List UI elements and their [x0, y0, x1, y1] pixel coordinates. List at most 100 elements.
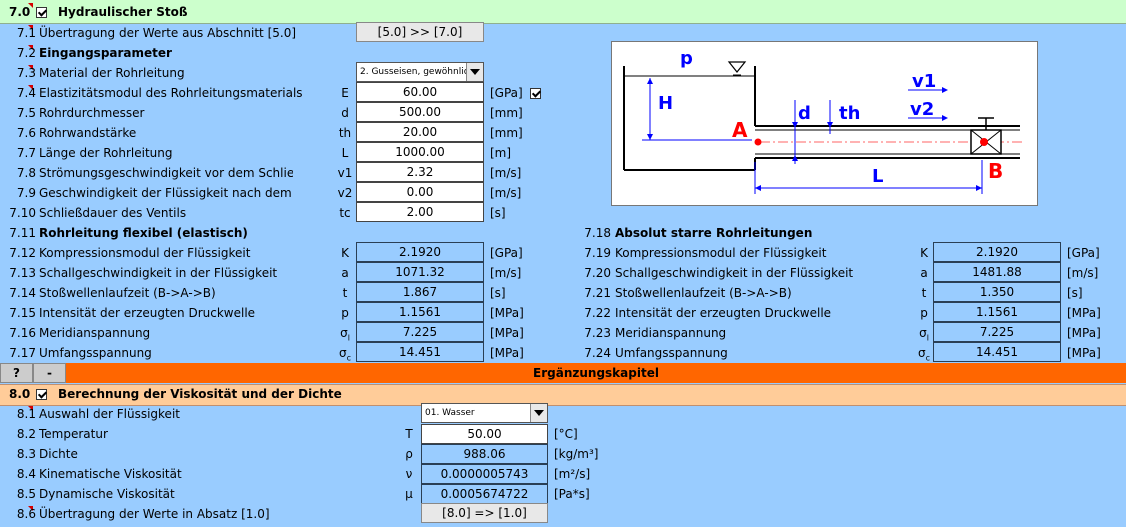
unit: [GPa] — [490, 86, 523, 100]
symbol: v2 — [337, 186, 353, 200]
dynamic-viscosity-value: 0.0005674722 — [421, 484, 548, 504]
elastic-modulus-checkbox[interactable] — [530, 88, 541, 99]
supplement-chapter-title: Ergänzungskapitel — [533, 366, 659, 380]
unit: [m] — [490, 146, 512, 160]
row-label: Temperatur — [39, 427, 108, 441]
symbol: d — [341, 106, 349, 120]
row-label: Rohrdurchmesser — [39, 106, 145, 120]
symbol: σc — [917, 346, 930, 363]
row-number: 8.4 — [16, 467, 36, 481]
label-v2: v2 — [910, 99, 934, 120]
row-number: 7.19 — [584, 246, 611, 260]
select-value: 01. Wasser — [425, 408, 475, 418]
comment-marker — [28, 85, 33, 90]
row-number: 7.9 — [16, 186, 36, 200]
symbol: μ — [405, 487, 413, 501]
section-8-header — [0, 384, 1126, 406]
comment-marker — [28, 506, 33, 511]
unit: [MPa] — [490, 346, 524, 360]
symbol: v1 — [337, 166, 353, 180]
symbol: E — [341, 86, 349, 100]
unit: [MPa] — [1067, 326, 1101, 340]
symbol: p — [920, 306, 928, 320]
chevron-down-icon[interactable] — [530, 404, 547, 422]
velocity-before-input[interactable]: 2.32 — [356, 162, 484, 182]
result-value: 14.451 — [933, 342, 1061, 362]
fluid-select[interactable]: 01. Wasser — [421, 403, 548, 423]
label-A: A — [732, 118, 748, 142]
row-label: Auswahl der Flüssigkeit — [39, 407, 180, 421]
velocity-after-input[interactable]: 0.00 — [356, 182, 484, 202]
row-label: Umfangsspannung — [615, 346, 728, 360]
row-label: Geschwindigkeit der Flüssigkeit nach dem… — [39, 186, 293, 200]
subsection-title: Eingangsparameter — [39, 46, 172, 60]
result-value: 1071.32 — [356, 262, 484, 282]
unit: [m/s] — [490, 266, 522, 280]
comment-marker — [28, 25, 33, 30]
result-value: 2.1920 — [933, 242, 1061, 262]
unit: [kg/m³] — [554, 447, 599, 461]
symbol: th — [338, 126, 352, 140]
elastic-modulus-input[interactable]: 60.00 — [356, 82, 484, 102]
pipe-diameter-input[interactable]: 500.00 — [356, 102, 484, 122]
label-H: H — [658, 93, 673, 114]
closing-time-input[interactable]: 2.00 — [356, 202, 484, 222]
wall-thickness-input[interactable]: 20.00 — [356, 122, 484, 142]
row-label: Intensität der erzeugten Druckwelle — [39, 306, 256, 320]
chevron-down-icon[interactable] — [466, 63, 483, 81]
row-number: 8.6 — [16, 507, 36, 521]
symbol: ρ — [405, 447, 413, 461]
symbol: a — [920, 266, 928, 280]
supplement-chapter-bar — [66, 363, 1126, 383]
label-v1: v1 — [912, 71, 936, 92]
section-title: Hydraulischer Stoß — [58, 5, 188, 19]
subsection-title: Absolut starre Rohrleitungen — [615, 226, 813, 240]
row-label: Übertragung der Werte in Absatz [1.0] — [39, 507, 270, 521]
row-number: 7.4 — [16, 86, 36, 100]
section-7-header — [0, 0, 1126, 24]
symbol: σl — [340, 326, 350, 343]
row-number: 7.7 — [16, 146, 36, 160]
row-label: Schließdauer des Ventils — [39, 206, 187, 220]
row-number: 7.8 — [16, 166, 36, 180]
row-label: Länge der Rohrleitung — [39, 146, 173, 160]
comment-marker — [28, 3, 33, 8]
row-number: 7.6 — [16, 126, 36, 140]
row-label: Schallgeschwindigkeit in der Flüssigkeit — [39, 266, 278, 280]
symbol: T — [405, 427, 413, 441]
help-button[interactable]: ? — [0, 363, 33, 383]
transfer-8-to-1-button[interactable]: [8.0] => [1.0] — [421, 503, 548, 523]
collapse-button[interactable]: - — [33, 363, 66, 383]
unit: [m/s] — [490, 186, 522, 200]
row-label: Strömungsgeschwindigkeit vor dem Schließ… — [39, 166, 293, 180]
section-8-checkbox[interactable] — [36, 389, 47, 400]
row-label: Kompressionsmodul der Flüssigkeit — [615, 246, 827, 260]
result-value: 2.1920 — [356, 242, 484, 262]
row-label: Meridianspannung — [39, 326, 151, 340]
unit: [°C] — [554, 427, 578, 441]
pipe-length-input[interactable]: 1000.00 — [356, 142, 484, 162]
pipe-material-select[interactable]: 2. Gusseisen, gewöhnlic — [356, 62, 484, 82]
result-value: 1.1561 — [356, 302, 484, 322]
row-label: Stoßwellenlaufzeit (B->A->B) — [39, 286, 216, 300]
row-label: Schallgeschwindigkeit in der Flüssigkeit — [615, 266, 854, 280]
temperature-input[interactable]: 50.00 — [421, 424, 548, 444]
unit: [GPa] — [490, 246, 523, 260]
row-number: 7.23 — [584, 326, 611, 340]
row-number: 7.12 — [9, 246, 36, 260]
select-value: 2. Gusseisen, gewöhnlic — [360, 67, 469, 77]
symbol: σl — [919, 326, 929, 343]
result-value: 7.225 — [356, 322, 484, 342]
unit: [m/s] — [490, 166, 522, 180]
row-number: 8.3 — [16, 447, 36, 461]
row-label: Umfangsspannung — [39, 346, 152, 360]
section-7-checkbox[interactable] — [36, 7, 47, 18]
water-level-icon — [727, 61, 747, 73]
symbol: tc — [339, 206, 351, 220]
unit: [Pa*s] — [554, 487, 590, 501]
transfer-5-to-7-button[interactable]: [5.0] >> [7.0] — [356, 22, 484, 42]
result-value: 1.1561 — [933, 302, 1061, 322]
row-number: 7.16 — [9, 326, 36, 340]
result-value: 7.225 — [933, 322, 1061, 342]
unit: [mm] — [490, 106, 523, 120]
